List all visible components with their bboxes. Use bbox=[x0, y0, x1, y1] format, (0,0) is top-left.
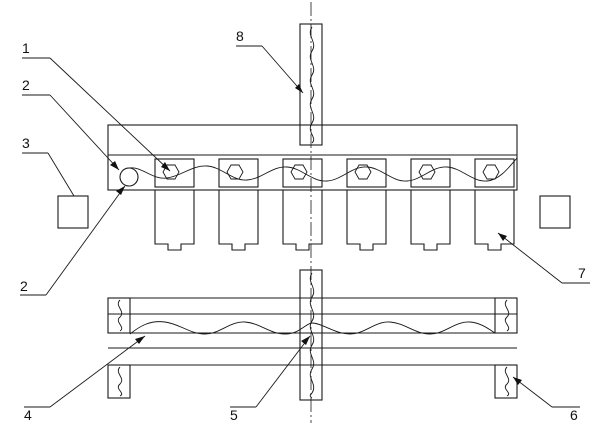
callout-6: 6 bbox=[570, 407, 578, 423]
slot-box bbox=[154, 158, 195, 188]
slot-box bbox=[282, 158, 323, 188]
callout-8: 8 bbox=[236, 28, 244, 44]
upper-vertical-bar bbox=[299, 23, 323, 146]
left-square bbox=[57, 195, 89, 229]
hex-nut bbox=[418, 164, 436, 180]
lower-assembly bbox=[107, 297, 518, 399]
hex-nut bbox=[482, 164, 500, 180]
callout-4: 4 bbox=[24, 407, 32, 423]
callout-7: 7 bbox=[578, 265, 586, 281]
upper-assembly bbox=[107, 124, 518, 251]
hex-nut bbox=[226, 164, 244, 180]
lower-wave-wire bbox=[129, 321, 496, 335]
hex-nut bbox=[354, 164, 372, 180]
callout-5: 5 bbox=[230, 407, 238, 423]
callout-3: 3 bbox=[22, 135, 30, 151]
slot-box bbox=[474, 158, 515, 188]
callout-1: 1 bbox=[22, 40, 30, 56]
slot-box bbox=[218, 158, 259, 188]
roller bbox=[119, 167, 139, 187]
right-square bbox=[539, 195, 571, 229]
upper-wave-wire bbox=[128, 157, 518, 182]
hanging-block bbox=[410, 190, 451, 251]
hanging-block bbox=[282, 190, 323, 251]
hanging-block bbox=[154, 190, 195, 251]
callout-2-lower: 2 bbox=[20, 278, 28, 294]
slot-box bbox=[410, 158, 451, 188]
leader-lines bbox=[20, 45, 590, 408]
hanging-block bbox=[218, 190, 259, 251]
hex-nut bbox=[290, 164, 308, 180]
slot-box bbox=[346, 158, 387, 188]
callout-2-upper: 2 bbox=[22, 77, 30, 93]
hex-nut bbox=[162, 164, 180, 180]
hanging-block bbox=[346, 190, 387, 251]
lower-vertical-bar bbox=[299, 269, 323, 401]
